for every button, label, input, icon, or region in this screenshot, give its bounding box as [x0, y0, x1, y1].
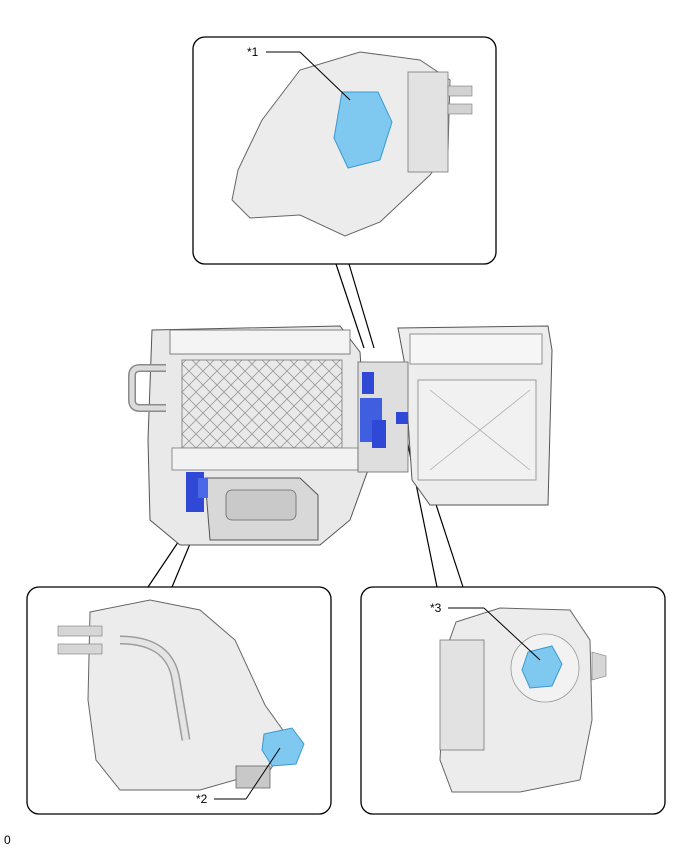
callout-2: *2 — [196, 792, 208, 806]
main-hvac-assembly — [128, 325, 553, 546]
figure-code: 0 — [4, 833, 11, 847]
detail-panel-bottom-right: *3 — [360, 586, 666, 815]
detail-panel-bottom-left: *2 — [26, 586, 332, 815]
callout-1: *1 — [247, 45, 259, 59]
callout-3: *3 — [430, 601, 442, 615]
detail-panel-top: *1 — [192, 36, 497, 265]
